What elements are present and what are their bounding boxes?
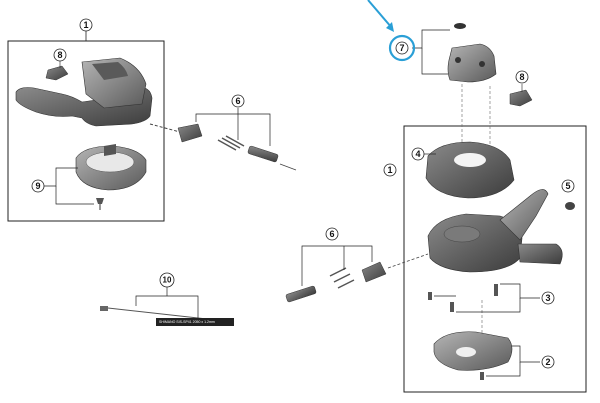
callout-6-bottom: 6 <box>325 227 339 241</box>
left-screw <box>96 198 104 204</box>
callout-5: 5 <box>561 179 575 193</box>
right-cover-4 <box>425 141 515 199</box>
highlight-ring <box>388 34 416 62</box>
right-assembly <box>403 84 587 393</box>
highlight-arrow-icon <box>367 0 393 29</box>
right-shifter-body <box>427 189 563 273</box>
callout-8-left: 8 <box>53 48 67 62</box>
inner-cable <box>100 286 235 326</box>
cable-label: SHIMANO SIS-SP41 2050 x 1.2mm <box>159 320 215 324</box>
right-screws-3 <box>428 284 498 312</box>
svg-text:9: 9 <box>35 181 40 191</box>
callout-4: 4 <box>411 147 425 161</box>
callout-1-left: 1 <box>79 18 93 32</box>
callout-8-right: 8 <box>515 70 529 84</box>
right-assembly-frame <box>403 125 587 393</box>
right-top-parts <box>412 23 533 107</box>
callout-1-right: 1 <box>383 163 397 177</box>
svg-text:10: 10 <box>163 276 172 285</box>
left-assembly <box>7 31 165 222</box>
svg-text:7: 7 <box>399 43 404 53</box>
callout-3: 3 <box>541 291 555 305</box>
callout-2: 2 <box>541 355 555 369</box>
svg-text:1: 1 <box>83 20 88 30</box>
cable-label-band <box>156 318 234 326</box>
right-part-8 <box>509 89 533 107</box>
callout-10: 10 <box>159 272 175 288</box>
callout-9: 9 <box>31 179 45 193</box>
left-part-8 <box>45 65 69 81</box>
adjuster-set-top <box>149 108 297 171</box>
svg-text:6: 6 <box>235 96 240 106</box>
svg-text:2: 2 <box>545 357 550 367</box>
svg-text:8: 8 <box>57 50 62 60</box>
svg-text:3: 3 <box>545 293 550 303</box>
right-part-5 <box>565 202 575 210</box>
svg-text:4: 4 <box>415 149 420 159</box>
svg-text:6: 6 <box>329 229 334 239</box>
left-clamp-cover <box>75 144 147 191</box>
callout-6-top: 6 <box>231 94 245 108</box>
svg-text:8: 8 <box>519 72 524 82</box>
left-shifter-body <box>15 57 153 127</box>
svg-text:1: 1 <box>387 165 392 175</box>
svg-text:5: 5 <box>565 181 570 191</box>
adjuster-set-bottom <box>285 245 429 303</box>
callout-7: 7 <box>395 41 409 55</box>
